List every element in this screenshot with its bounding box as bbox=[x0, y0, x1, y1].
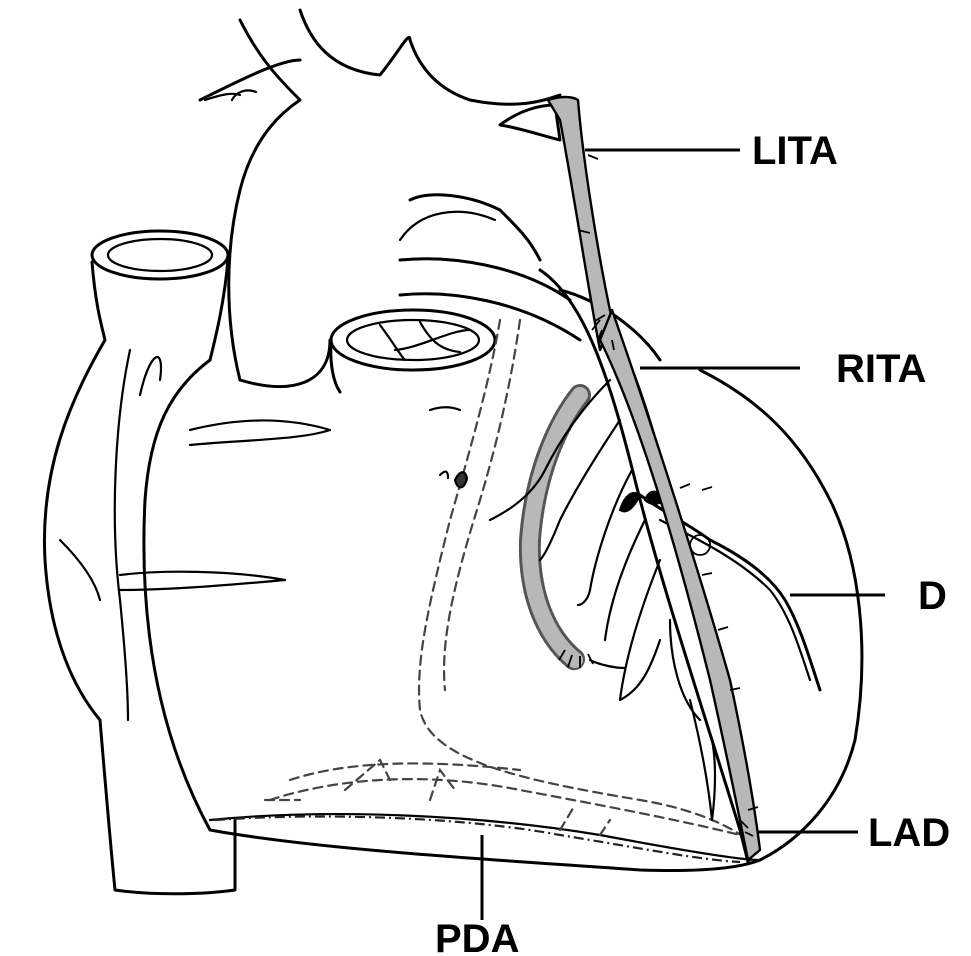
d-label: D bbox=[918, 574, 947, 618]
aorta bbox=[200, 10, 580, 387]
posterior-vessels bbox=[215, 320, 760, 862]
lita-label: LITA bbox=[752, 129, 838, 173]
lad-label: LAD bbox=[868, 811, 950, 855]
pda-label: PDA bbox=[435, 917, 519, 956]
vena-cava bbox=[44, 231, 235, 894]
rita-label: RITA bbox=[836, 347, 926, 391]
lita-graft bbox=[548, 97, 760, 860]
pulmonary-trunk bbox=[331, 310, 495, 392]
